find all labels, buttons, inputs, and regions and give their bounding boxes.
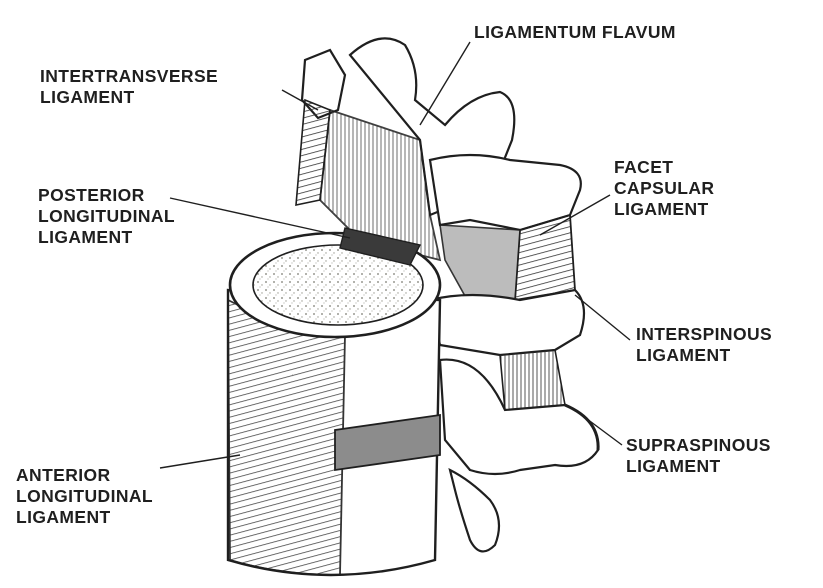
lower-transverse-process	[450, 470, 499, 551]
label-interspinous-ligament: INTERSPINOUS LIGAMENT	[636, 324, 772, 366]
interspinous-band	[500, 350, 565, 410]
facet-group	[430, 155, 581, 305]
label-intertransverse-line1: INTERTRANSVERSE	[40, 66, 218, 87]
label-interspinous-line1: INTERSPINOUS	[636, 324, 772, 345]
label-posterior-longitudinal-line3: LIGAMENT	[38, 227, 175, 248]
label-intertransverse-line2: LIGAMENT	[40, 87, 218, 108]
label-ligamentum-flavum: LIGAMENTUM FLAVUM	[474, 22, 676, 43]
label-anterior-longitudinal-line2: LONGITUDINAL	[16, 486, 153, 507]
label-anterior-longitudinal-ligament: ANTERIOR LONGITUDINAL LIGAMENT	[16, 465, 153, 528]
lower-posterior-group	[430, 290, 598, 551]
label-anterior-longitudinal-line1: ANTERIOR	[16, 465, 153, 486]
label-facet-capsular-line3: LIGAMENT	[614, 199, 714, 220]
label-supraspinous-ligament: SUPRASPINOUS LIGAMENT	[626, 435, 771, 477]
label-supraspinous-line1: SUPRASPINOUS	[626, 435, 771, 456]
label-posterior-longitudinal-ligament: POSTERIOR LONGITUDINAL LIGAMENT	[38, 185, 175, 248]
anterior-longitudinal-band	[228, 300, 345, 575]
label-facet-capsular-line1: FACET	[614, 157, 714, 178]
label-facet-capsular-line2: CAPSULAR	[614, 178, 714, 199]
label-ligamentum-flavum-line1: LIGAMENTUM FLAVUM	[474, 22, 676, 43]
vertebral-body-group	[228, 228, 440, 575]
pedicle-shadow	[440, 225, 520, 305]
label-interspinous-line2: LIGAMENT	[636, 345, 772, 366]
label-posterior-longitudinal-line2: LONGITUDINAL	[38, 206, 175, 227]
label-supraspinous-line2: LIGAMENT	[626, 456, 771, 477]
label-anterior-longitudinal-line3: LIGAMENT	[16, 507, 153, 528]
upper-lamina-group	[296, 38, 514, 260]
label-intertransverse-ligament: INTERTRANSVERSE LIGAMENT	[40, 66, 218, 108]
lower-lamina	[430, 290, 584, 355]
label-facet-capsular-ligament: FACET CAPSULAR LIGAMENT	[614, 157, 714, 220]
label-posterior-longitudinal-line1: POSTERIOR	[38, 185, 175, 206]
